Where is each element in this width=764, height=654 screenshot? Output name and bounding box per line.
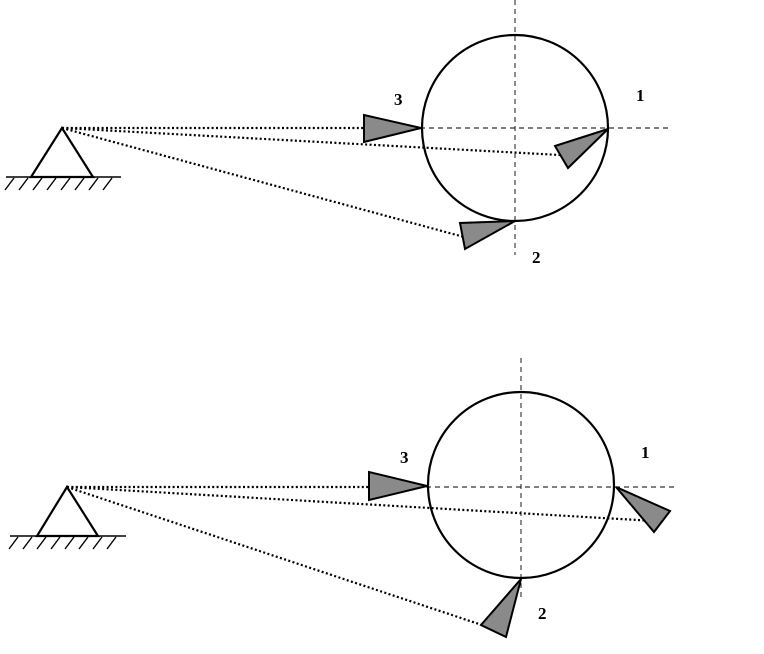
wedge-3-bottom	[368, 470, 428, 502]
fixed-support-bottom	[8, 484, 126, 550]
diagram-top: 1 2 3	[4, 0, 672, 267]
label-point-3-top: 3	[394, 90, 403, 109]
diagram-bottom: 1 2 3	[8, 358, 678, 639]
fixed-support-top	[4, 125, 121, 191]
label-point-1-bottom: 1	[641, 443, 650, 462]
wedge-1-bottom	[615, 486, 672, 534]
label-point-1-top: 1	[636, 86, 645, 105]
ground-hatching-top	[4, 177, 113, 191]
wedge-2-top	[458, 220, 516, 251]
wedge-1-top	[553, 128, 609, 170]
support-triangle-bottom	[35, 484, 100, 538]
circle-bottom	[426, 390, 616, 580]
support-triangle-top	[29, 125, 95, 179]
sight-line-to-1-top	[61, 126, 561, 157]
wedge-3-top	[363, 113, 422, 144]
sight-line-to-2-top	[61, 126, 465, 239]
label-point-2-top: 2	[532, 248, 541, 267]
label-point-2-bottom: 2	[538, 604, 547, 623]
wedge-2-bottom	[479, 578, 522, 639]
ground-hatching-bottom	[8, 536, 117, 550]
sight-line-to-1-bottom	[66, 485, 656, 523]
label-point-3-bottom: 3	[400, 448, 409, 467]
